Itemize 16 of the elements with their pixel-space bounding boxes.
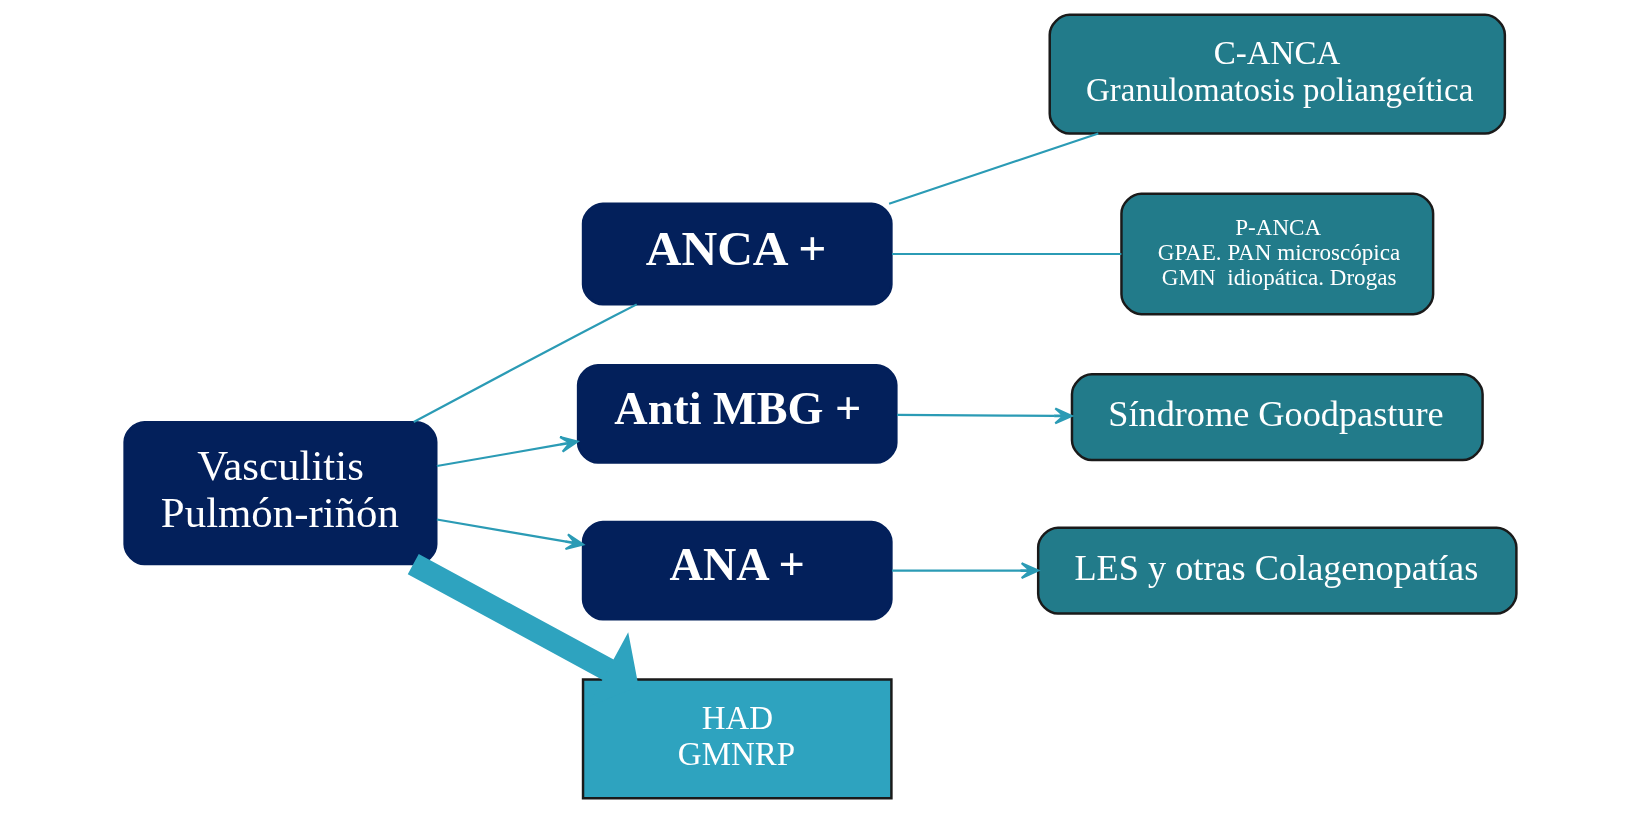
node-box: ANA + <box>581 520 893 621</box>
arrow <box>896 407 1073 425</box>
node-box: Vasculitis Pulmón-riñón <box>122 420 437 566</box>
connector <box>891 252 1121 256</box>
node-box: P-ANCA GPAE. PAN microscópica GMN idiopática. Drogas <box>1119 192 1434 316</box>
connector <box>888 132 1099 205</box>
node-box: Síndrome Goodpasture <box>1070 373 1484 462</box>
node-box: Anti MBG + <box>576 364 898 464</box>
arrow <box>436 518 584 551</box>
connector <box>412 303 637 423</box>
node-box: HAD GMNRP <box>581 678 893 800</box>
arrow <box>891 562 1039 580</box>
node-box: C-ANCA Granulomatosis poliangeítica <box>1048 13 1506 135</box>
arrow <box>436 435 579 468</box>
node-box: LES y otras Colagenopatías <box>1036 526 1518 615</box>
node-box: ANCA + <box>581 202 893 306</box>
